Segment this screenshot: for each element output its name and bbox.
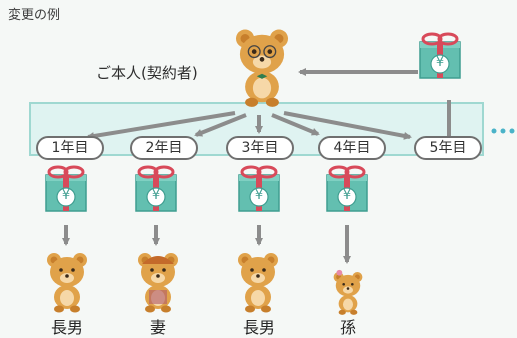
year-pill-4: 4年目: [318, 136, 386, 160]
recipient-bear-icon: [238, 253, 278, 313]
recipient-bear-icon: [333, 269, 363, 315]
yen-symbol: ¥: [342, 188, 352, 203]
recipient-label-4: 孫: [339, 318, 356, 337]
recipient-label-3: 長男: [242, 318, 275, 337]
arrow-year-2: [194, 113, 247, 137]
arrow-year-1: [86, 111, 236, 140]
recipient-label-1: 長男: [50, 318, 83, 337]
year-pill-5: 5年目: [414, 136, 482, 160]
recipient-bear-icon: [47, 253, 87, 313]
more-indicator: [491, 128, 515, 134]
yen-symbol: ¥: [254, 188, 264, 203]
recipient-label-2: 妻: [149, 318, 166, 337]
caption: 変更の例: [8, 8, 61, 23]
year-arrows: [86, 111, 412, 140]
yen-symbol: ¥: [61, 188, 71, 203]
year-pill-1: 1年目: [36, 136, 104, 160]
yen-symbol: ¥: [151, 188, 161, 203]
recipient-bear-icon: [138, 253, 178, 313]
year-pill-2: 2年目: [130, 136, 198, 160]
policyholder-label: ご本人(契約者): [96, 64, 198, 82]
policyholder-bear-icon: [236, 29, 288, 107]
arrow-year-4: [271, 113, 320, 136]
year-pill-3: 3年目: [226, 136, 294, 160]
yen-symbol: ¥: [435, 55, 445, 70]
arrow-year-5: [283, 111, 412, 140]
recipient-arrows: [62, 225, 351, 264]
